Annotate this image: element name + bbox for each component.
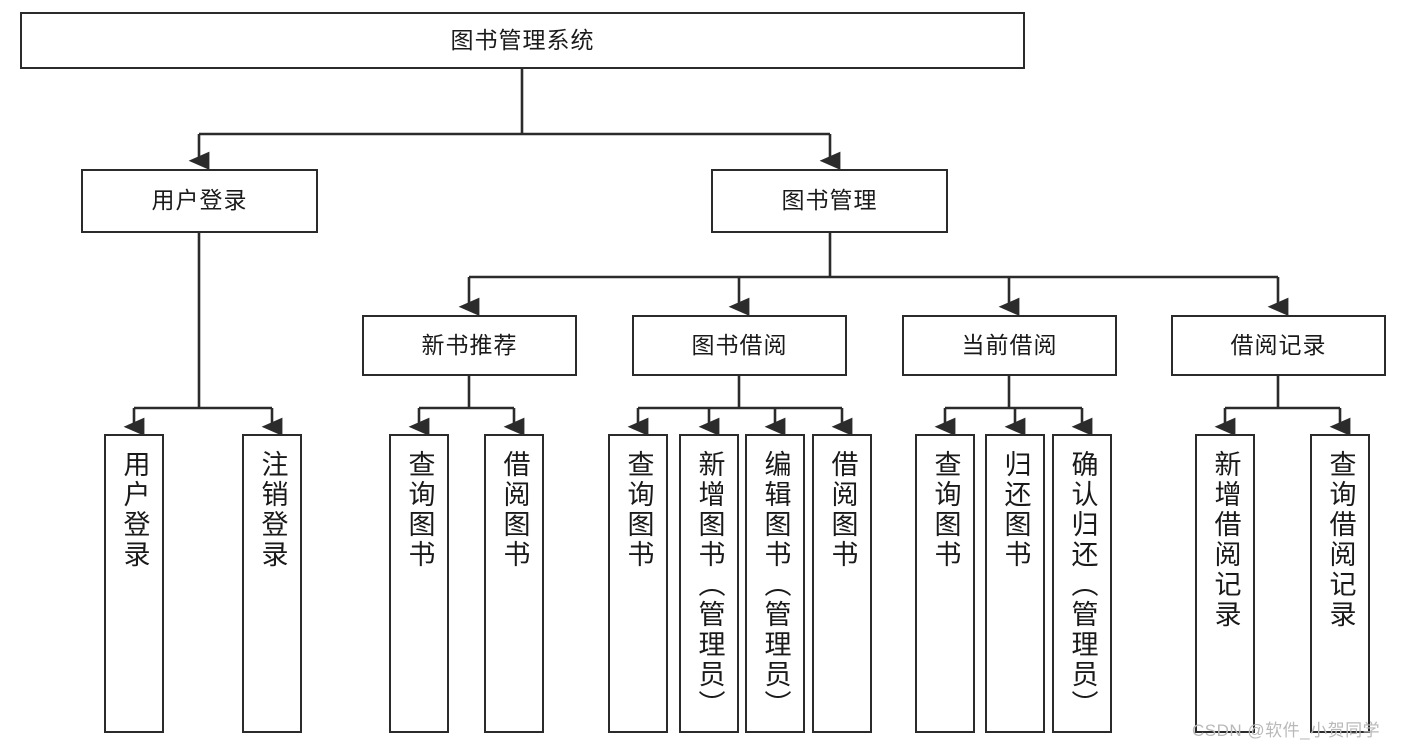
node-leaf-edit-book-label: 编辑图书（管理员） bbox=[760, 450, 791, 720]
node-leaf-confirm-return[interactable]: 确认归还（管理员） bbox=[1052, 434, 1112, 733]
node-leaf-query-book-3[interactable]: 查询图书 bbox=[915, 434, 975, 733]
node-leaf-confirm-return-label: 确认归还（管理员） bbox=[1067, 450, 1098, 720]
node-leaf-borrow-book-2[interactable]: 借阅图书 bbox=[812, 434, 872, 733]
node-leaf-logout[interactable]: 注销登录 bbox=[242, 434, 302, 733]
node-leaf-query-book-2-label: 查询图书 bbox=[623, 450, 654, 570]
node-leaf-query-record[interactable]: 查询借阅记录 bbox=[1310, 434, 1370, 733]
node-new-book-recommend[interactable]: 新书推荐 bbox=[362, 315, 577, 376]
node-leaf-query-book-3-label: 查询图书 bbox=[930, 450, 961, 570]
node-borrow-record-label: 借阅记录 bbox=[1230, 331, 1327, 358]
node-leaf-query-book-1-label: 查询图书 bbox=[404, 450, 435, 570]
node-borrow-record[interactable]: 借阅记录 bbox=[1171, 315, 1386, 376]
node-new-book-recommend-label: 新书推荐 bbox=[421, 331, 518, 358]
node-leaf-query-record-label: 查询借阅记录 bbox=[1325, 450, 1356, 630]
node-leaf-add-record-label: 新增借阅记录 bbox=[1210, 450, 1241, 630]
node-leaf-edit-book[interactable]: 编辑图书（管理员） bbox=[745, 434, 805, 733]
node-leaf-add-book[interactable]: 新增图书（管理员） bbox=[679, 434, 739, 733]
node-current-borrow[interactable]: 当前借阅 bbox=[902, 315, 1117, 376]
node-user-login[interactable]: 用户登录 bbox=[81, 169, 318, 233]
node-book-manage-label: 图书管理 bbox=[781, 187, 878, 214]
node-root-label: 图书管理系统 bbox=[450, 26, 595, 53]
node-root[interactable]: 图书管理系统 bbox=[20, 12, 1025, 69]
node-leaf-add-record[interactable]: 新增借阅记录 bbox=[1195, 434, 1255, 733]
node-leaf-user-login-label: 用户登录 bbox=[119, 450, 150, 570]
node-leaf-borrow-book-1[interactable]: 借阅图书 bbox=[484, 434, 544, 733]
node-book-borrow-label: 图书借阅 bbox=[691, 331, 788, 358]
node-leaf-query-book-1[interactable]: 查询图书 bbox=[389, 434, 449, 733]
node-leaf-query-book-2[interactable]: 查询图书 bbox=[608, 434, 668, 733]
node-leaf-logout-label: 注销登录 bbox=[257, 450, 288, 570]
node-leaf-return-book[interactable]: 归还图书 bbox=[985, 434, 1045, 733]
node-current-borrow-label: 当前借阅 bbox=[961, 331, 1058, 358]
node-book-borrow[interactable]: 图书借阅 bbox=[632, 315, 847, 376]
node-leaf-borrow-book-2-label: 借阅图书 bbox=[827, 450, 858, 570]
node-leaf-add-book-label: 新增图书（管理员） bbox=[694, 450, 725, 720]
csdn-watermark: CSDN @软件_小贺同学 bbox=[1192, 721, 1381, 740]
node-book-manage[interactable]: 图书管理 bbox=[711, 169, 948, 233]
node-leaf-user-login[interactable]: 用户登录 bbox=[104, 434, 164, 733]
node-leaf-return-book-label: 归还图书 bbox=[1000, 450, 1031, 570]
node-user-login-label: 用户登录 bbox=[151, 187, 248, 214]
node-leaf-borrow-book-1-label: 借阅图书 bbox=[499, 450, 530, 570]
